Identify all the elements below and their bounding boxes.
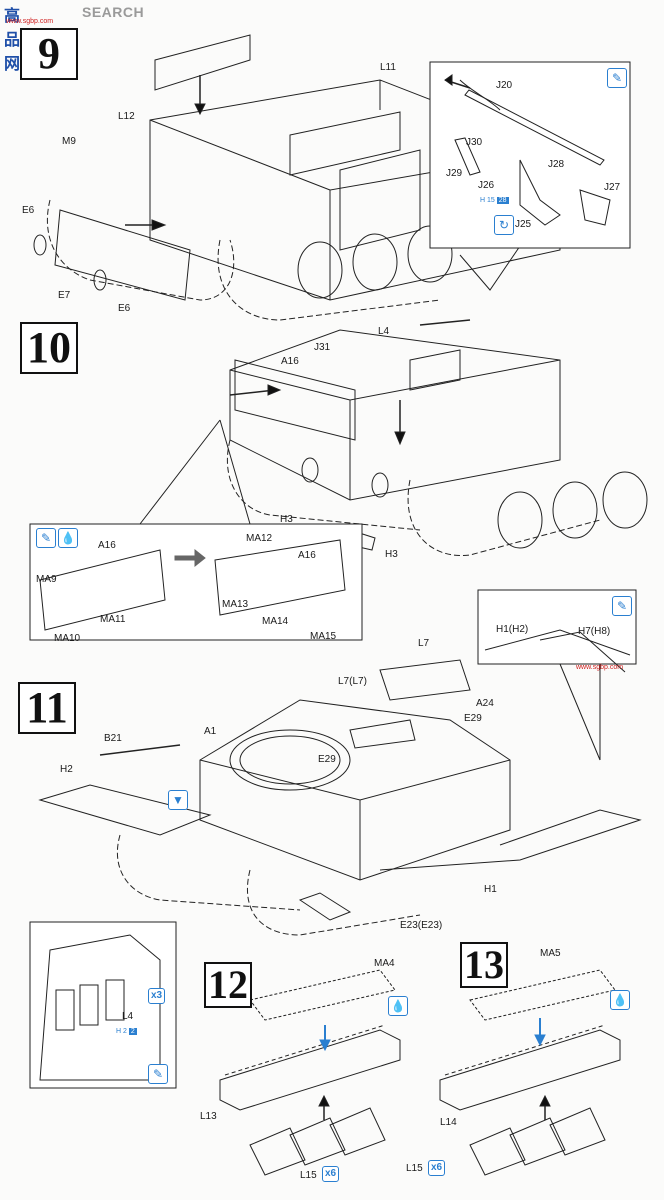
paint-drop-icon: 💧	[58, 528, 78, 548]
step12-track-drawing	[219, 969, 401, 1176]
step9-hull-drawing	[33, 34, 561, 321]
quantity-badge: x6	[428, 1160, 446, 1176]
paint-drop-icon: 💧	[388, 996, 408, 1016]
detail-label: A16	[98, 540, 116, 551]
part-reference: H 2 2	[116, 1028, 137, 1035]
part-label: J30	[466, 137, 483, 148]
part-reference: H 15 28	[480, 197, 509, 204]
paint-brush-icon: ✎	[36, 528, 56, 548]
rotate-icon: ↻	[494, 215, 514, 235]
part-label: J26	[478, 180, 495, 191]
part-label: H2	[60, 764, 73, 775]
inset-label: L4	[122, 1011, 134, 1022]
detail-label: H1(H2)	[496, 624, 529, 635]
detail-label: MA15	[310, 631, 337, 642]
part-label: L15	[300, 1170, 317, 1181]
part-label: J27	[604, 182, 621, 193]
part-label: L15	[406, 1163, 423, 1174]
part-label: L4	[378, 326, 390, 337]
watermark-en: SEARCH	[82, 4, 145, 20]
watermark-url: www.sgbp.com	[576, 664, 624, 671]
paint-drop-icon: 💧	[610, 990, 630, 1010]
part-label: H3	[385, 549, 398, 560]
part-label: J29	[446, 168, 463, 179]
step9-gun-detail	[444, 74, 611, 226]
part-label: J20	[496, 80, 513, 91]
step-number-9: 9	[20, 28, 78, 80]
part-label: M9	[62, 136, 76, 147]
step-number-10: 10	[20, 322, 78, 374]
part-label: A1	[204, 726, 217, 737]
part-label: H3	[280, 514, 293, 525]
part-label: E29	[464, 713, 482, 724]
part-label: MA5	[540, 948, 561, 959]
detail-label: MA10	[54, 633, 81, 644]
step-number-13: 13	[460, 942, 508, 988]
watermark-url: www.sgbp.com	[6, 18, 54, 25]
part-label: J25	[515, 219, 532, 230]
part-label: E23(E23)	[400, 920, 443, 931]
detail-label: MA13	[222, 599, 249, 610]
detail-label: MA12	[246, 533, 273, 544]
step10-hull-drawing	[139, 319, 648, 557]
paint-brush-icon: ✎	[607, 68, 627, 88]
detail-label: H7(H8)	[578, 626, 611, 637]
detail-label: MA14	[262, 616, 289, 627]
part-label: L7	[418, 638, 430, 649]
step-number-12: 12	[204, 962, 252, 1008]
detail-label: MA9	[36, 574, 57, 585]
part-label: E6	[22, 205, 35, 216]
detail-label: MA11	[100, 614, 126, 625]
step11-inset-detail	[39, 934, 161, 1081]
part-label: L7(L7)	[338, 676, 367, 687]
paint-brush-icon: ✎	[612, 596, 632, 616]
quantity-badge: x6	[322, 1166, 340, 1182]
part-label: E6	[118, 303, 131, 314]
part-label: MA4	[374, 958, 395, 969]
detail-label: A16	[298, 550, 316, 561]
flip-over-icon: ▼	[168, 790, 188, 810]
part-label: J31	[314, 342, 331, 353]
part-label: E7	[58, 290, 71, 301]
part-label: A24	[476, 698, 494, 709]
part-label: L12	[118, 111, 135, 122]
part-label: L14	[440, 1117, 457, 1128]
step10-plate-detail	[39, 539, 346, 631]
part-label: E29	[318, 754, 336, 765]
part-label: A16	[281, 356, 299, 367]
part-label: L11	[380, 62, 396, 73]
quantity-badge: x3	[148, 988, 166, 1004]
part-label: L13	[200, 1111, 217, 1122]
step-number-11: 11	[18, 682, 76, 734]
watermark-cn: 高品网	[4, 6, 22, 73]
step11-fender-detail	[484, 629, 631, 761]
part-label: H1	[484, 884, 497, 895]
paint-brush-icon: ✎	[148, 1064, 168, 1084]
part-label: B21	[104, 733, 122, 744]
part-label: J28	[548, 159, 565, 170]
step13-track-drawing	[439, 969, 621, 1176]
